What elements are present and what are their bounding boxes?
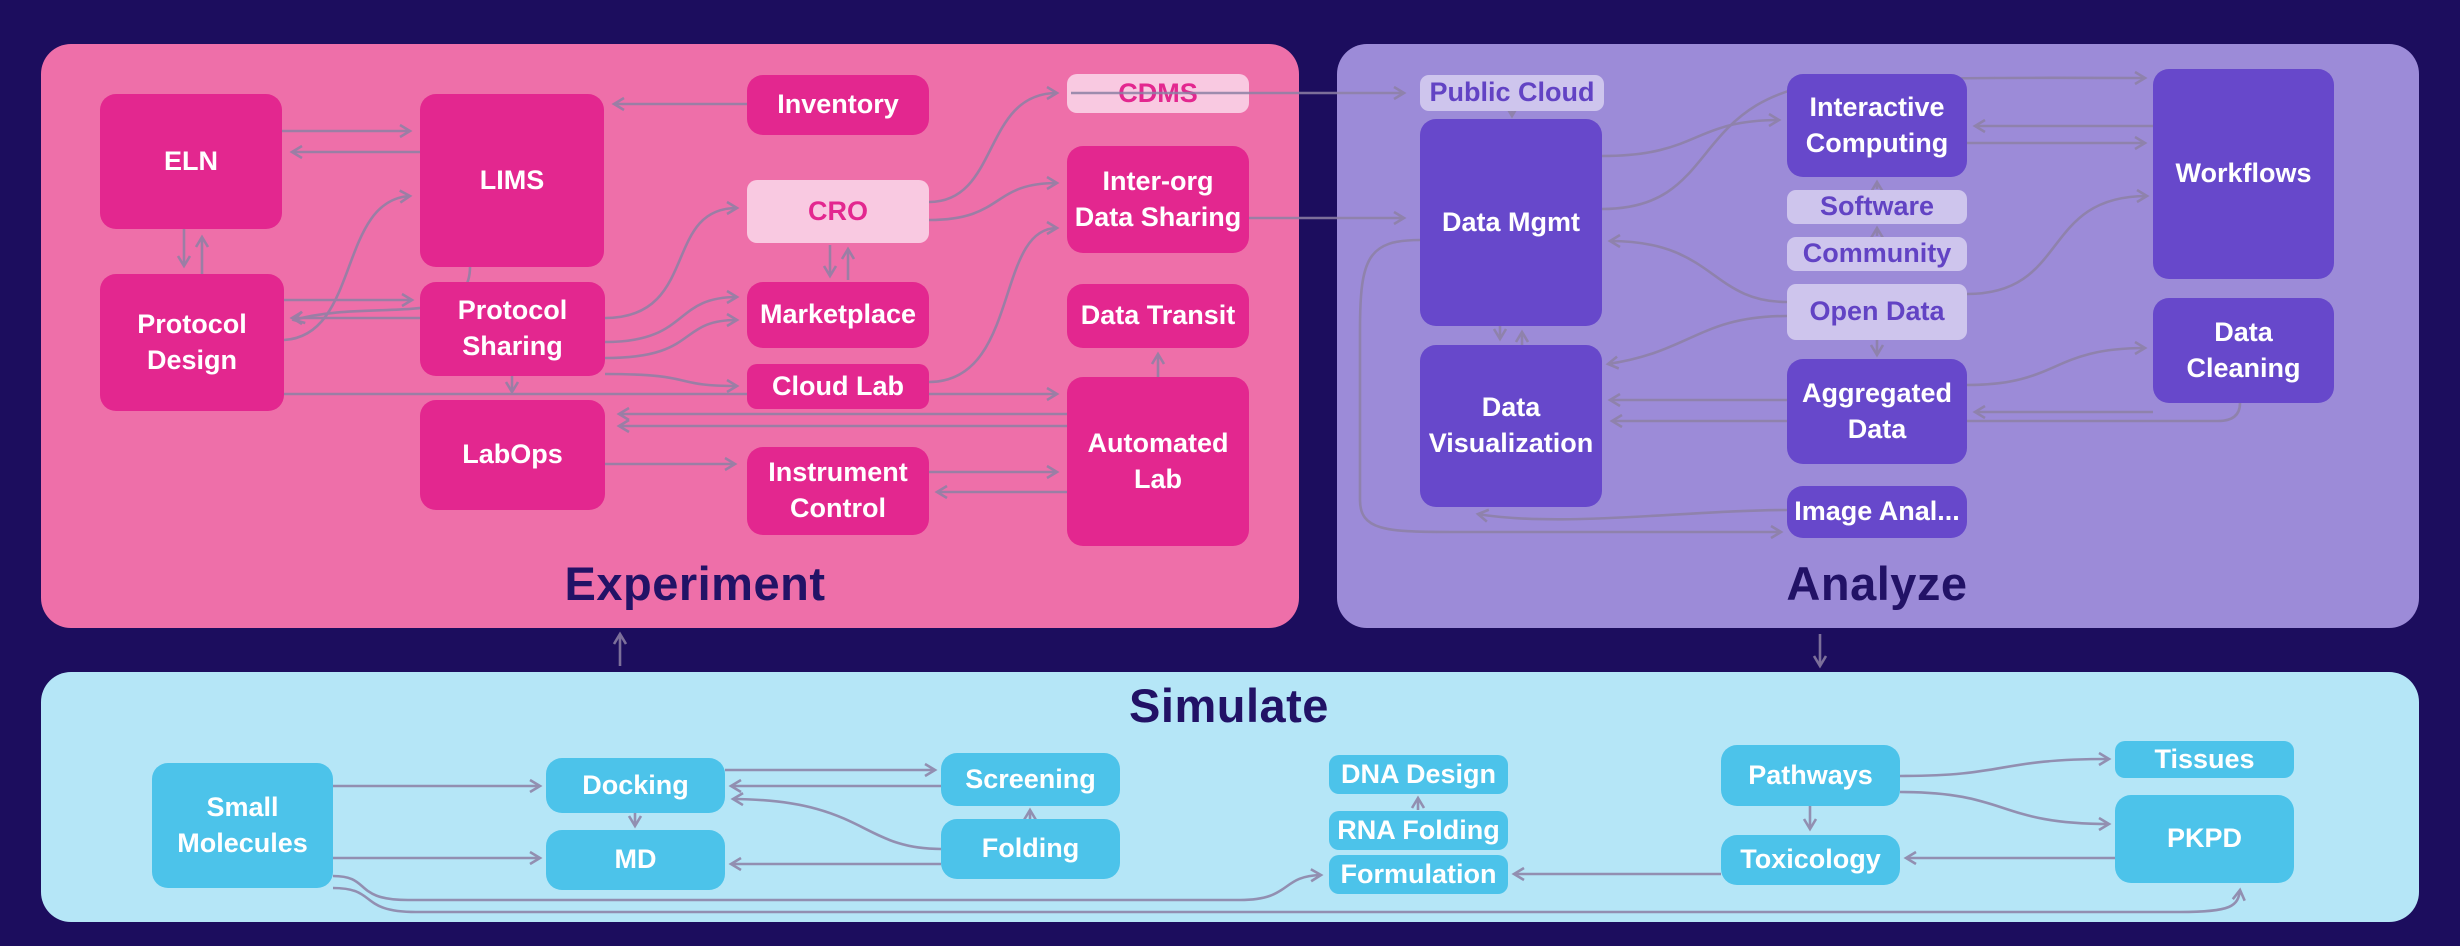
node-cloud-lab-label: Cloud Lab [772,370,904,401]
node-docking[interactable]: Docking [546,758,725,813]
node-md-label: MD [614,844,657,875]
node-instrument-control-label: Instrument Control [768,457,908,523]
node-automated-lab-label: Automated Lab [1087,427,1229,494]
node-labops-label: LabOps [462,439,563,470]
experiment-title: Experiment [564,557,826,610]
node-eln-label: ELN [164,145,218,176]
node-rna-folding[interactable]: RNA Folding [1329,811,1508,850]
node-lims-label: LIMS [479,164,545,195]
node-dna-design-label: DNA Design [1340,758,1496,789]
node-cro-label: CRO [808,195,868,226]
node-data-transit[interactable]: Data Transit [1067,284,1249,348]
node-open-data-label: Open Data [1809,296,1945,327]
node-docking-label: Docking [582,769,689,800]
node-rna-folding-label: RNA Folding [1337,814,1500,845]
node-tissues-label: Tissues [2154,743,2255,774]
node-data-mgmt-label: Data Mgmt [1441,206,1580,237]
node-pathways-label: Pathways [1748,759,1873,790]
node-image-analysis-label: Image Anal... [1794,496,1960,527]
node-screening[interactable]: Screening [941,753,1120,806]
node-protocol-design-label: Protocol Design [137,308,247,375]
node-instrument-control[interactable]: Instrument Control [747,447,929,535]
node-folding[interactable]: Folding [941,819,1120,879]
node-image-analysis[interactable]: Image Anal... [1787,486,1967,538]
node-pathways[interactable]: Pathways [1721,745,1900,806]
node-open-data[interactable]: Open Data [1787,284,1967,340]
node-data-cleaning[interactable]: Data Cleaning [2153,298,2334,403]
node-folding-label: Folding [981,833,1080,864]
node-community[interactable]: Community [1787,237,1967,271]
node-interactive-computing[interactable]: Interactive Computing [1787,74,1967,177]
node-data-mgmt[interactable]: Data Mgmt [1420,119,1602,326]
node-cdms[interactable]: CDMS [1067,74,1249,113]
node-automated-lab[interactable]: Automated Lab [1067,377,1249,546]
node-cro[interactable]: CRO [747,180,929,243]
node-data-visualization[interactable]: Data Visualization [1420,345,1602,507]
node-cloud-lab[interactable]: Cloud Lab [747,364,929,409]
node-tissues[interactable]: Tissues [2115,741,2294,778]
node-data-transit-label: Data Transit [1080,300,1236,331]
node-aggregated-data-label: Aggregated Data [1801,377,1953,444]
node-labops[interactable]: LabOps [420,400,605,510]
node-inventory-label: Inventory [777,89,899,120]
node-data-cleaning-label: Data Cleaning [2186,316,2301,383]
node-pkpd[interactable]: PKPD [2115,795,2294,883]
node-inter-org-label: Inter-org Data Sharing [1074,165,1242,232]
node-inter-org-data-sharing[interactable]: Inter-org Data Sharing [1067,146,1249,253]
node-marketplace-label: Marketplace [759,299,917,330]
node-toxicology-label: Toxicology [1740,844,1881,875]
node-inventory[interactable]: Inventory [747,75,929,135]
node-community-label: Community [1802,238,1952,269]
node-cdms-label: CDMS [1118,77,1198,108]
node-protocol-sharing-label: Protocol Sharing [457,295,568,361]
analyze-title: Analyze [1786,557,1968,610]
node-workflows[interactable]: Workflows [2153,69,2334,279]
node-workflows-label: Workflows [2175,158,2312,189]
node-md[interactable]: MD [546,830,725,890]
node-dna-design[interactable]: DNA Design [1329,755,1508,794]
node-screening-label: Screening [965,763,1096,794]
simulate-title: Simulate [1129,679,1329,732]
node-public-cloud[interactable]: Public Cloud [1420,75,1604,111]
node-toxicology[interactable]: Toxicology [1721,835,1900,885]
node-protocol-design[interactable]: Protocol Design [100,274,284,411]
node-small-molecules[interactable]: Small Molecules [152,763,333,888]
node-interactive-computing-label: Interactive Computing [1805,91,1949,158]
node-small-molecules-label: Small Molecules [177,791,308,858]
node-eln[interactable]: ELN [100,94,282,229]
node-data-visualization-label: Data Visualization [1428,392,1594,458]
node-formulation[interactable]: Formulation [1329,855,1508,894]
node-aggregated-data[interactable]: Aggregated Data [1787,359,1967,464]
node-software[interactable]: Software [1787,190,1967,224]
node-pkpd-label: PKPD [2166,823,2242,854]
node-marketplace[interactable]: Marketplace [747,282,929,348]
node-protocol-sharing[interactable]: Protocol Sharing [420,282,605,376]
node-software-label: Software [1819,191,1935,222]
node-public-cloud-label: Public Cloud [1429,77,1595,108]
node-lims[interactable]: LIMS [420,94,604,267]
node-formulation-label: Formulation [1340,858,1497,889]
